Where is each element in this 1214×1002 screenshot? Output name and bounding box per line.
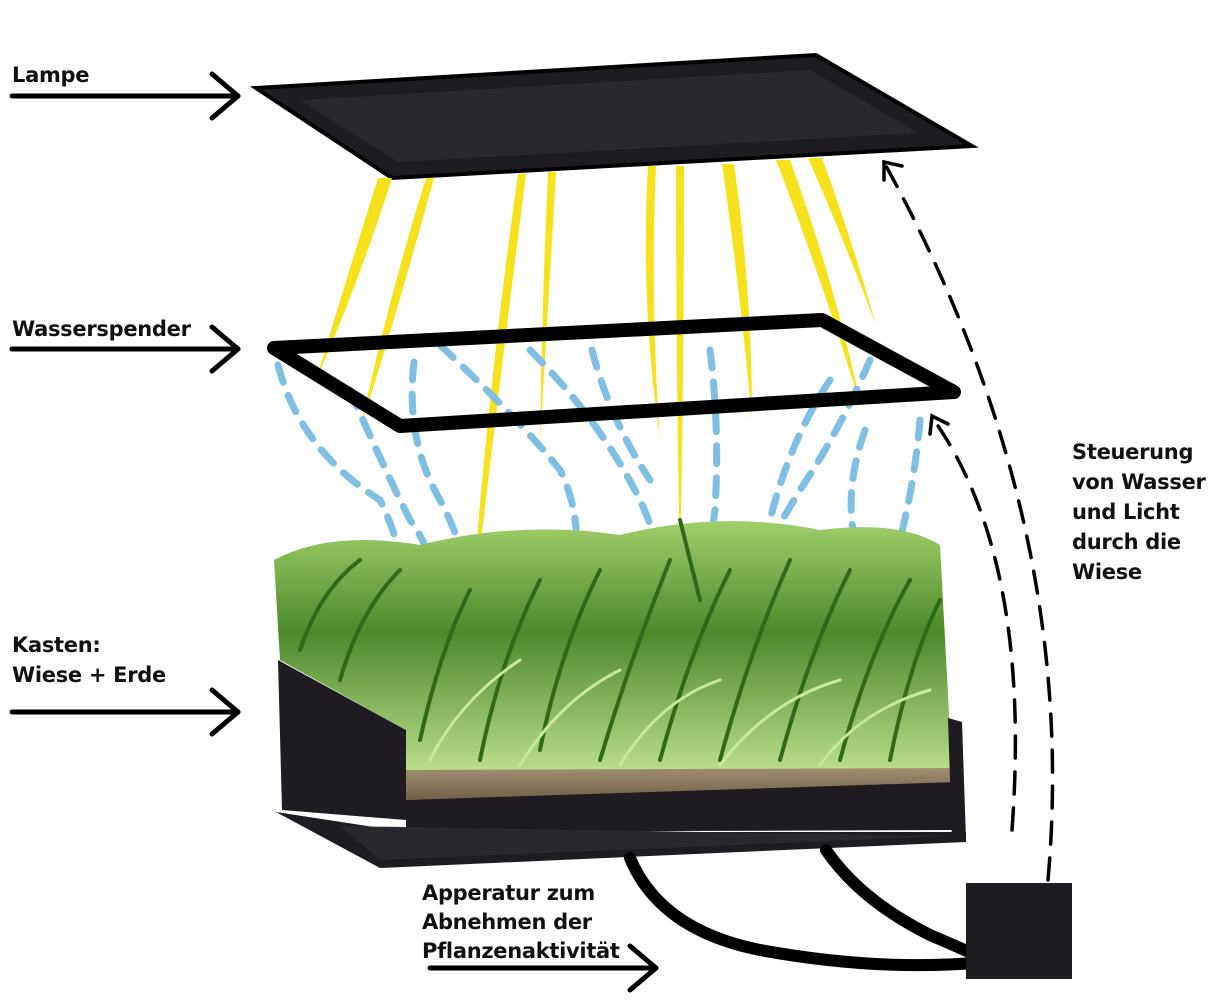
water-dispenser-frame	[267, 313, 961, 433]
box-base-rim	[340, 826, 948, 860]
light-ray	[676, 166, 684, 560]
box-right-edge	[948, 718, 966, 842]
wasserspender-arrow	[9, 324, 241, 374]
lampe-arrow	[9, 71, 241, 121]
label-apparatur-3: Pflanzenaktivität	[422, 939, 620, 963]
light-rays	[316, 158, 876, 652]
apparatur-arrow	[427, 943, 659, 993]
light-ray	[360, 178, 434, 430]
label-apparatur-1: Apperatur zum	[422, 881, 595, 905]
lamp	[249, 52, 979, 181]
label-lampe: Lampe	[12, 63, 90, 87]
box	[274, 518, 966, 868]
water-drop-line	[847, 426, 869, 564]
control-arrow-to-lamp-head	[882, 159, 904, 182]
label-apparatur-2: Abnehmen der	[422, 910, 592, 934]
kasten-arrow	[9, 687, 241, 737]
cables	[624, 844, 992, 972]
control-arrow-to-lamp	[884, 164, 1055, 882]
light-ray	[776, 160, 862, 410]
grass-highlights	[428, 658, 932, 767]
control-arrow-to-dispenser	[932, 418, 1018, 832]
box-front-wall	[406, 782, 956, 832]
label-kasten-line2: Wiese + Erde	[12, 663, 166, 687]
water-drop-line	[436, 341, 581, 564]
label-kasten-line1: Kasten:	[12, 633, 101, 657]
label-steuerung-2: von Wasser	[1072, 470, 1206, 494]
water-drop-line	[346, 386, 446, 634]
water-drop-line	[896, 416, 924, 544]
label-steuerung-5: Wiese	[1072, 560, 1142, 584]
light-ray	[540, 172, 556, 442]
label-steuerung-1: Steuerung	[1072, 440, 1194, 464]
control-arrows	[882, 159, 1055, 882]
label-wasserspender: Wasserspender	[12, 317, 191, 341]
light-ray	[722, 164, 752, 420]
measuring-unit-box	[966, 883, 1072, 979]
control-arrow-to-dispenser-head	[928, 413, 950, 436]
cable-right	[820, 844, 992, 966]
box-back-wall	[278, 660, 406, 820]
label-arrows	[9, 71, 659, 993]
label-steuerung-4: durch die	[1072, 530, 1181, 554]
grass-blades	[298, 518, 942, 762]
lamp-inner-face	[300, 70, 918, 162]
cable-left	[624, 852, 991, 972]
label-steuerung-3: und Licht	[1072, 500, 1180, 524]
light-ray	[645, 166, 660, 440]
light-ray	[316, 178, 392, 380]
light-ray	[808, 158, 876, 325]
